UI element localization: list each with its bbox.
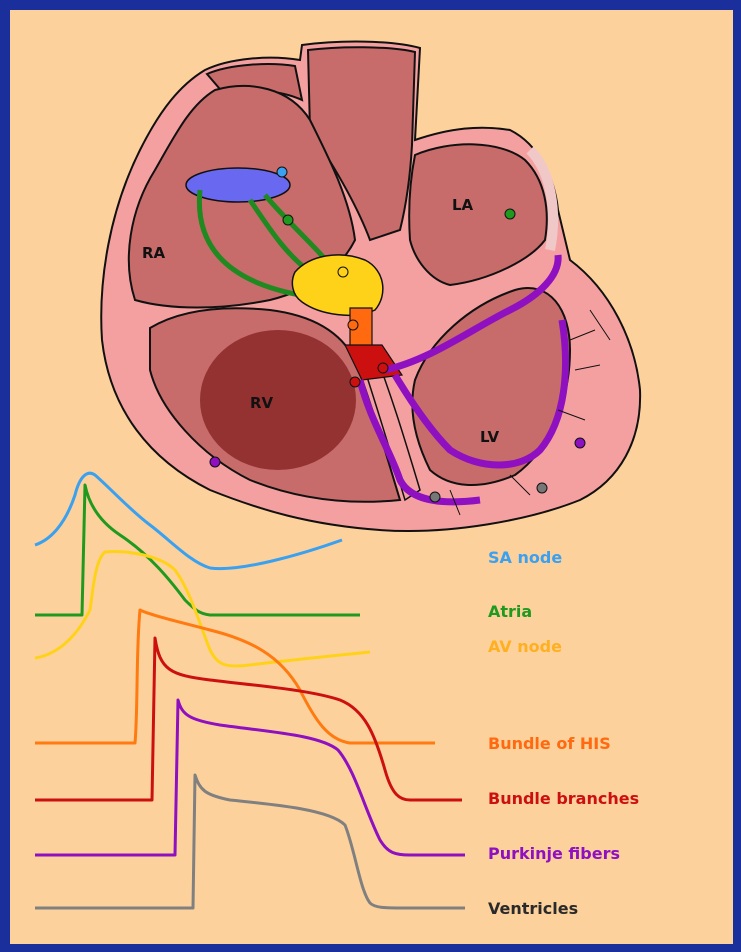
label-la: LA — [452, 196, 474, 214]
trace-purkinje — [35, 700, 465, 855]
action-potential-traces — [35, 473, 465, 908]
purkinje-marker-2 — [575, 438, 585, 448]
legend-bundle-his: Bundle of HIS — [488, 734, 611, 753]
branch-marker-2 — [378, 363, 388, 373]
heart: RA LA RV LV — [101, 42, 640, 531]
sa-marker — [277, 167, 287, 177]
label-lv: LV — [480, 428, 499, 446]
branch-marker-1 — [350, 377, 360, 387]
his-marker — [348, 320, 358, 330]
ventricle-marker-2 — [537, 483, 547, 493]
label-rv: RV — [250, 394, 274, 412]
legend-bundle-branches: Bundle branches — [488, 789, 639, 808]
trace-bundle-branches — [35, 638, 462, 800]
legend-av-node: AV node — [488, 637, 562, 656]
legend-sa-node: SA node — [488, 548, 562, 567]
atria-marker-1 — [283, 215, 293, 225]
label-ra: RA — [142, 244, 166, 262]
ventricle-marker-1 — [430, 492, 440, 502]
legend-atria: Atria — [488, 602, 532, 621]
legend-ventricles: Ventricles — [488, 899, 578, 918]
legend-purkinje: Purkinje fibers — [488, 844, 620, 863]
diagram-panel: RA LA RV LV SA node Atria AV node Bundle… — [10, 10, 733, 944]
atria-marker-2 — [505, 209, 515, 219]
rv-dark-region — [200, 330, 356, 470]
purkinje-marker-1 — [210, 457, 220, 467]
trace-ventricles — [35, 775, 465, 908]
av-marker — [338, 267, 348, 277]
heart-conduction-diagram: RA LA RV LV SA node Atria AV node Bundle… — [10, 10, 733, 944]
trace-bundle-his — [35, 610, 435, 743]
legend: SA node Atria AV node Bundle of HIS Bund… — [488, 548, 639, 918]
trace-av-node — [35, 552, 370, 666]
